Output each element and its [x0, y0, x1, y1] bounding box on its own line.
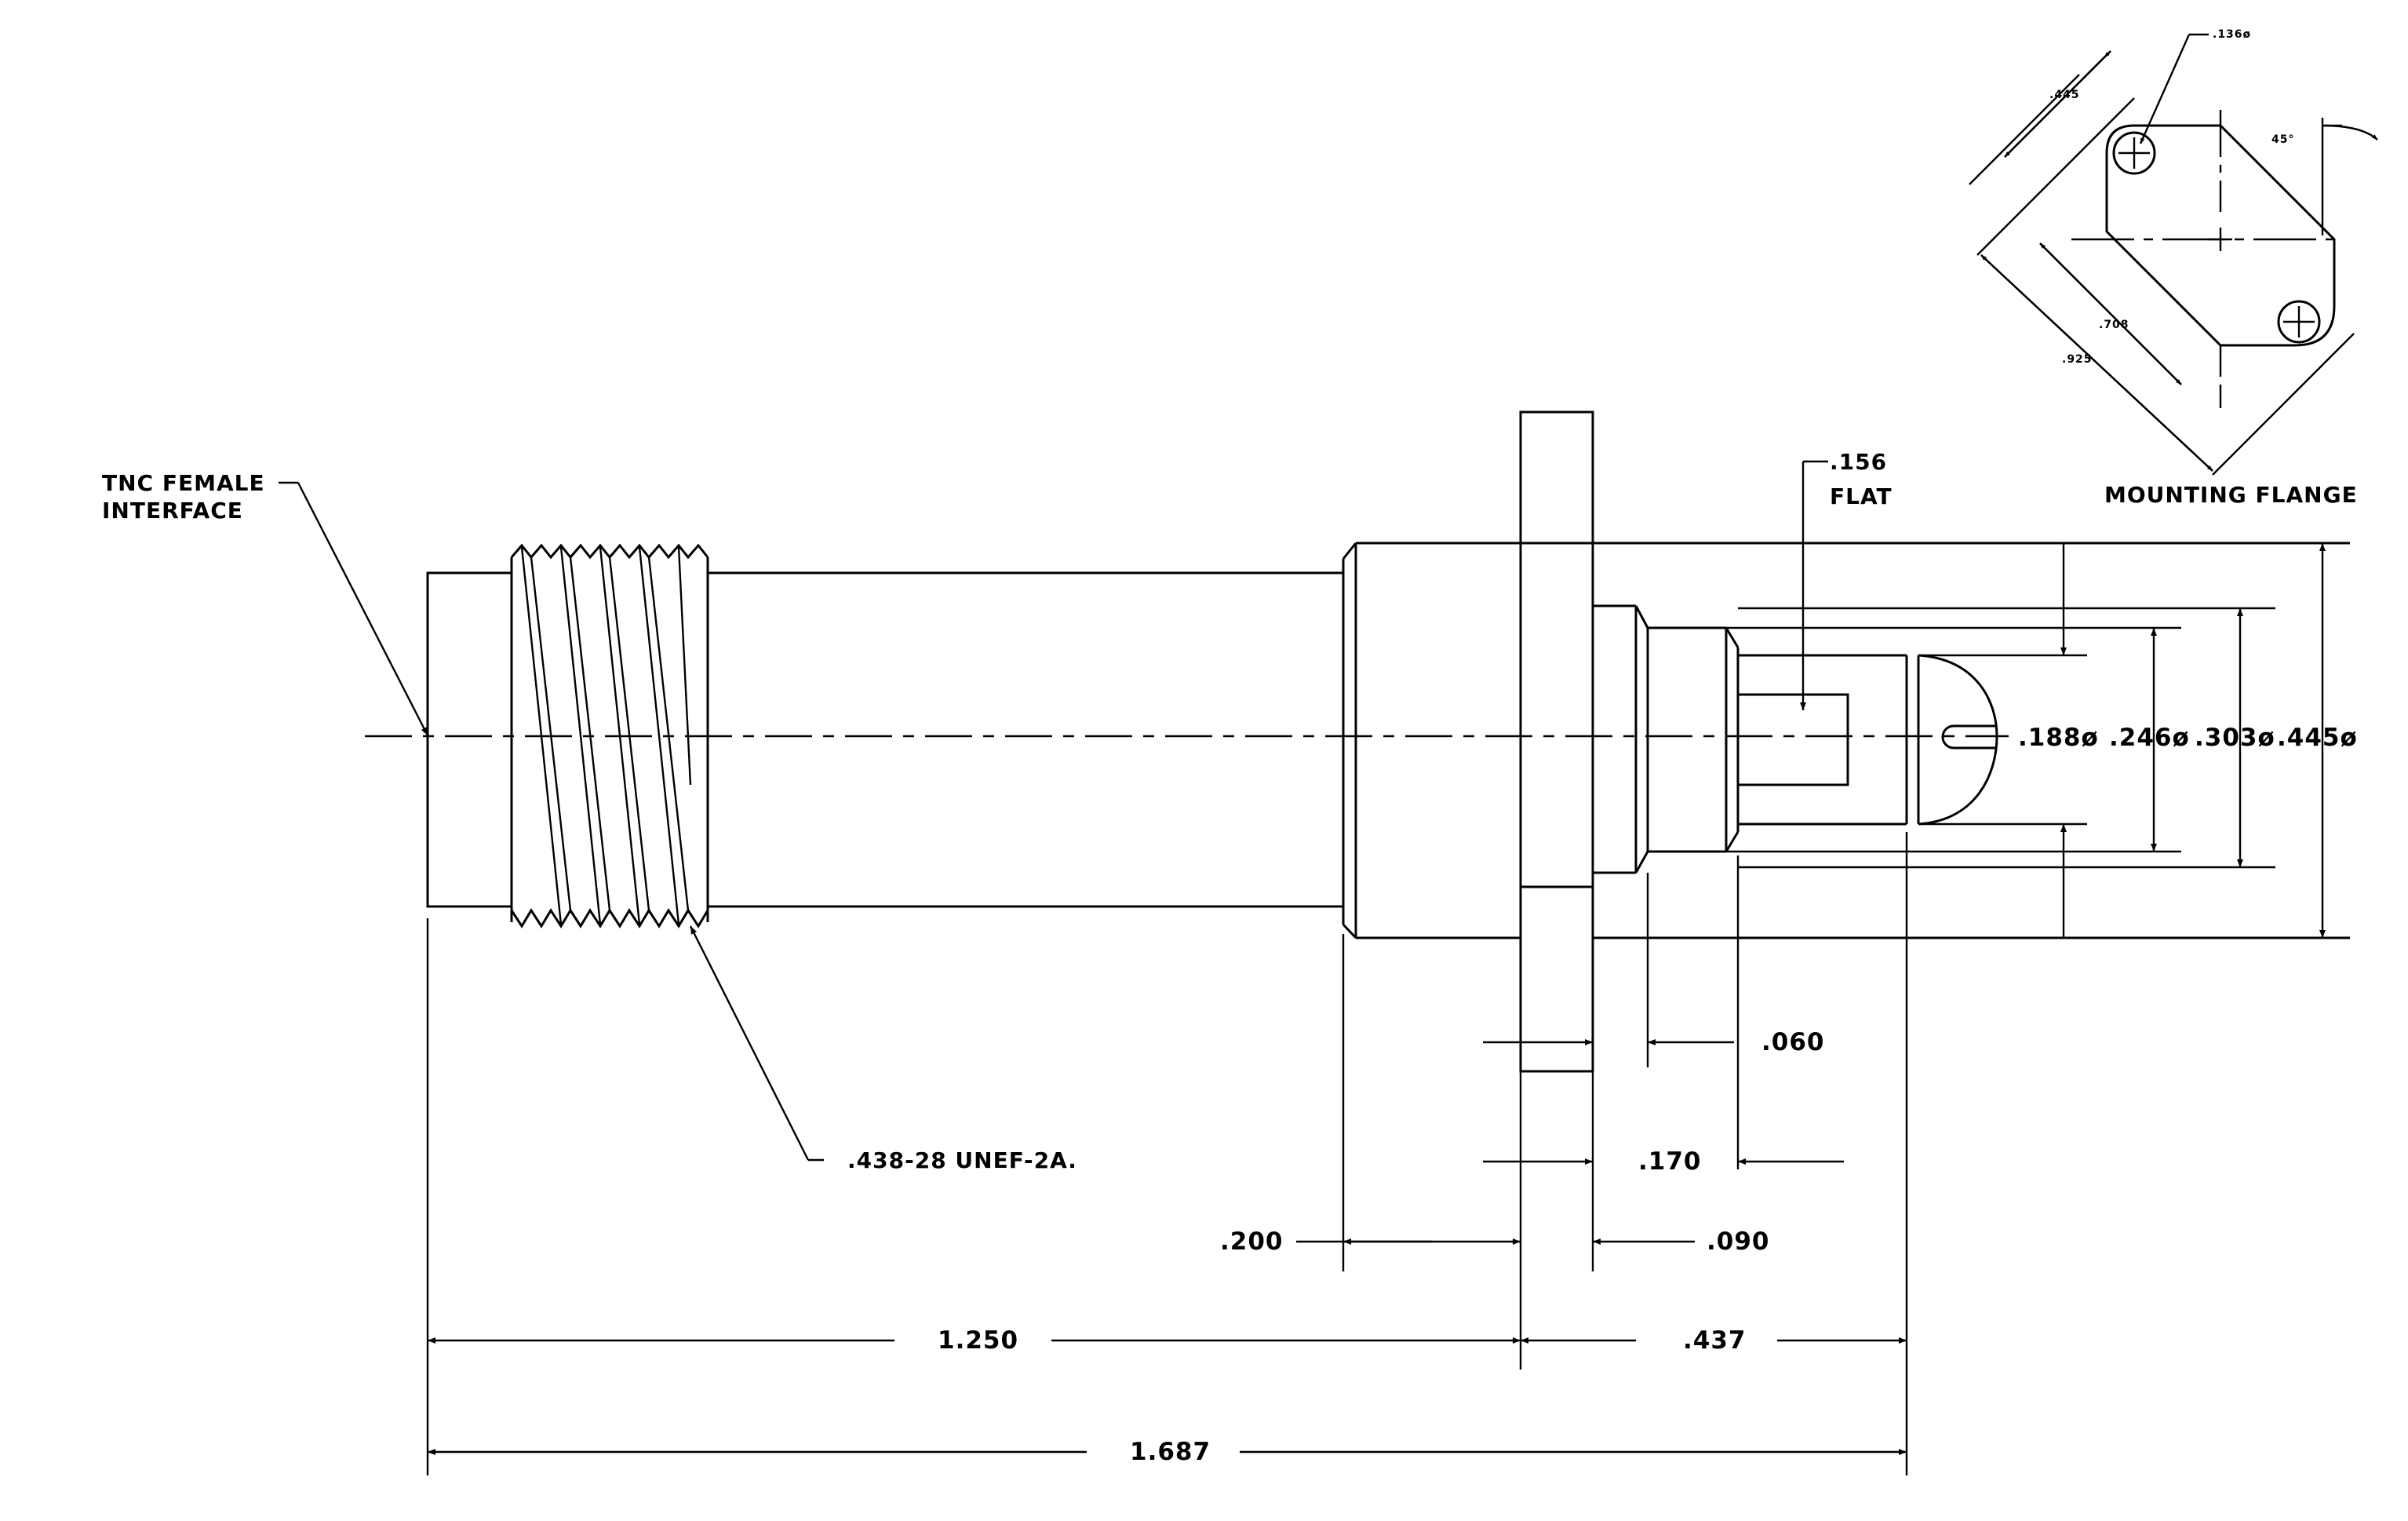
dim-1250-label: 1.250	[938, 1326, 1018, 1355]
dim-246-label: .246ø	[2109, 724, 2190, 752]
tnc-interface-callout: TNC FEMALE INTERFACE	[102, 470, 429, 736]
dim-445-label: .445ø	[2277, 724, 2358, 752]
dim-200-label: .200	[1220, 1227, 1284, 1256]
label-interface: INTERFACE	[102, 498, 243, 523]
label-flat-value: .156	[1830, 449, 1887, 475]
mounting-hole-top	[2112, 131, 2156, 175]
diameter-dimensions: .188ø .246ø .303ø .445ø	[1726, 543, 2358, 938]
tnc-interface-body	[426, 557, 709, 922]
label-tnc-female: TNC FEMALE	[102, 470, 265, 496]
dim-1687-label: 1.687	[1130, 1438, 1211, 1466]
dim-303-label: .303ø	[2195, 724, 2275, 752]
mounting-hole-bottom	[2277, 300, 2321, 344]
flange-spacing-label: .708	[2099, 319, 2129, 331]
right-contact-section	[1593, 542, 2350, 939]
label-thread: .438-28 UNEF-2A.	[847, 1147, 1077, 1173]
mounting-flange-title: MOUNTING FLANGE	[2104, 482, 2358, 508]
length-dimensions: .060 .170 .200 .090 1.250 .437 1.687	[426, 832, 1908, 1475]
flat-callout: .156 FLAT	[1800, 449, 1893, 710]
dim-090-label: .090	[1707, 1227, 1770, 1256]
thread-section	[510, 543, 709, 928]
main-body	[708, 542, 1521, 939]
flange-edge-label: .445	[2049, 89, 2080, 101]
thread-callout: .438-28 UNEF-2A.	[689, 925, 1077, 1173]
dim-170-label: .170	[1638, 1147, 1702, 1176]
flange-side-view	[1519, 410, 1594, 1073]
flange-overall-label: .925	[2062, 353, 2093, 366]
dim-060-label: .060	[1761, 1028, 1825, 1056]
label-flat: FLAT	[1830, 483, 1893, 509]
dim-437-label: .437	[1683, 1326, 1747, 1355]
flange-hole-label: .136ø	[2213, 28, 2251, 41]
mounting-flange-detail: .445 .136ø 45° .708 .925 MOUNTING FLANGE	[1969, 28, 2378, 508]
flange-angle-label: 45°	[2271, 133, 2294, 146]
dim-188-label: .188ø	[2018, 724, 2099, 752]
